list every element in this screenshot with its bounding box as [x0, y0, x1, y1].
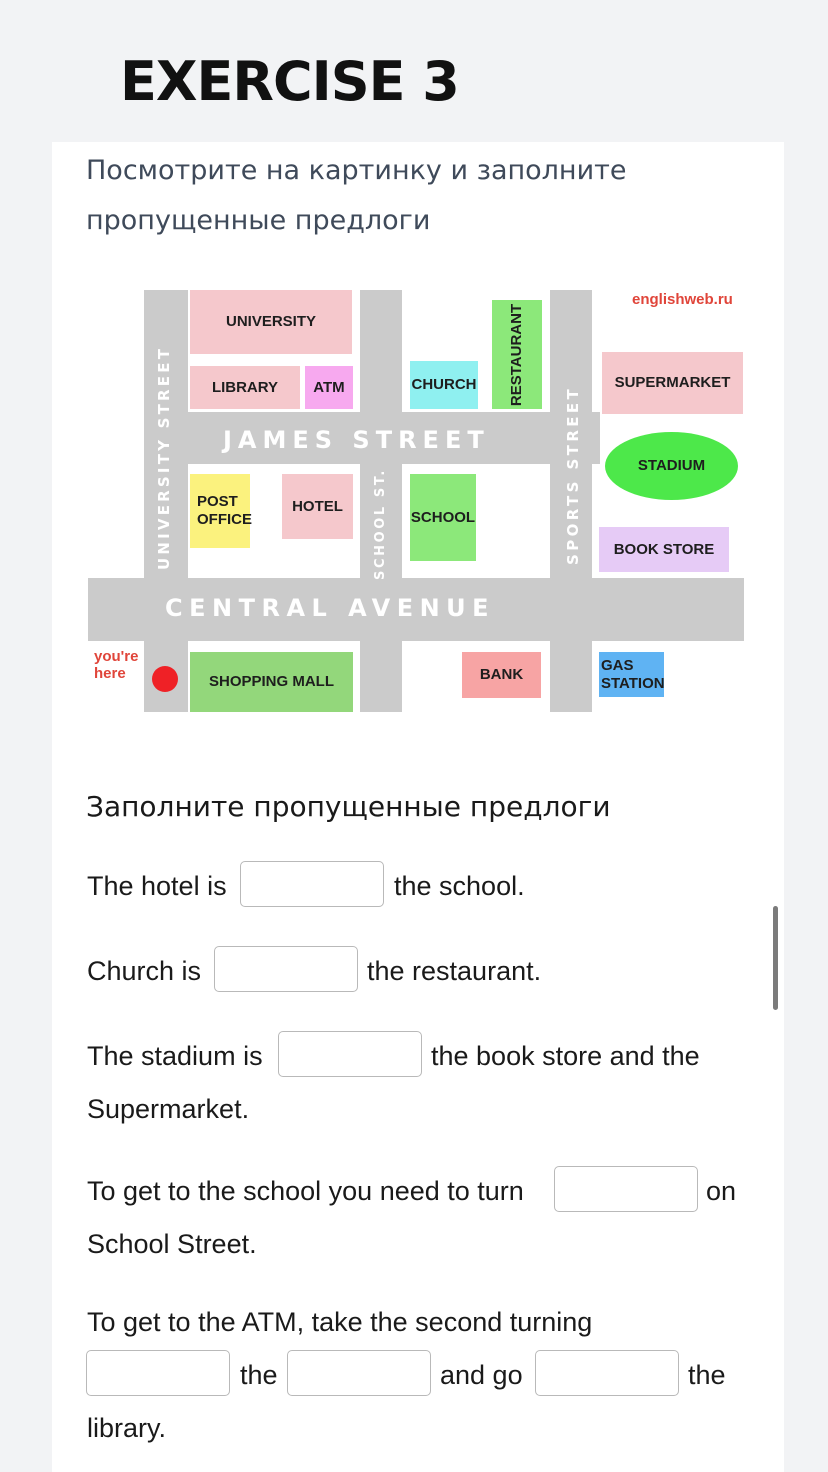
school-street-road [360, 290, 402, 712]
restaurant-label: RESTAURANT [508, 303, 525, 406]
school-building: SCHOOL [410, 474, 476, 561]
q2-answer-input[interactable] [214, 946, 358, 992]
you-are-here-label: you're here [94, 648, 144, 682]
q3-answer-input[interactable] [278, 1031, 422, 1077]
library-building: LIBRARY [190, 366, 300, 409]
q5-answer-input-3[interactable] [535, 1350, 679, 1396]
post-office-label-line1: POST [197, 493, 238, 510]
bank-building: BANK [462, 652, 541, 698]
q5-text-line1: To get to the ATM, take the second turni… [87, 1307, 593, 1337]
watermark-text: englishweb.ru [632, 291, 733, 308]
q4-text-after: on [706, 1176, 737, 1206]
questions-heading: Заполните пропущенные предлоги [86, 790, 611, 823]
you-are-here-marker [152, 666, 178, 692]
university-street-road [144, 290, 188, 712]
school-street-label: SCHOOL ST. [373, 468, 388, 580]
shopping-mall-building: SHOPPING MALL [190, 652, 353, 712]
town-map: UNIVERSITY STREET JAMES STREET SCHOOL ST… [88, 290, 744, 712]
q3-text-after: the book store and the [431, 1041, 700, 1071]
q4-answer-input[interactable] [554, 1166, 698, 1212]
q1-text-before: The hotel is [87, 871, 227, 901]
church-building: CHURCH [410, 361, 478, 409]
university-building: UNIVERSITY [190, 290, 352, 354]
q3-text-before: The stadium is [87, 1041, 263, 1071]
central-avenue-label: CENTRAL AVENUE [165, 594, 496, 622]
you-are-here-line2: here [94, 665, 126, 682]
q2-text-before: Church is [87, 956, 202, 986]
gas-station-label-line1: GAS [601, 656, 634, 674]
scrollbar-thumb[interactable] [773, 906, 778, 1010]
q5-text-mid2: and go [440, 1360, 523, 1390]
q3-text-line2: Supermarket. [87, 1094, 250, 1124]
post-office-label-line2: OFFICE [197, 511, 252, 528]
james-street-label: JAMES STREET [223, 426, 490, 454]
sports-street-road [550, 290, 592, 712]
q5-text-line3: library. [87, 1413, 167, 1443]
stadium-building: STADIUM [605, 432, 738, 500]
q4-text-before: To get to the school you need to turn [87, 1176, 524, 1206]
exercise-title: EXERCISE 3 [120, 50, 460, 113]
restaurant-building: RESTAURANT [492, 300, 542, 409]
university-street-label: UNIVERSITY STREET [155, 345, 173, 570]
q5-text-mid3: the [688, 1360, 726, 1390]
q5-answer-input-1[interactable] [86, 1350, 230, 1396]
q5-text-mid1: the [240, 1360, 278, 1390]
q2-text-after: the restaurant. [367, 956, 542, 986]
atm-building: ATM [305, 366, 353, 409]
hotel-building: HOTEL [282, 474, 353, 539]
instruction-text: Посмотрите на картинку и заполните пропу… [86, 155, 627, 236]
sports-street-label: SPORTS STREET [564, 385, 582, 565]
book-store-building: BOOK STORE [599, 527, 729, 572]
q1-answer-input[interactable] [240, 861, 384, 907]
central-avenue-road [88, 578, 744, 641]
q1-text-after: the school. [394, 871, 525, 901]
supermarket-building: SUPERMARKET [602, 352, 743, 414]
q5-answer-input-2[interactable] [287, 1350, 431, 1396]
q4-text-line2: School Street. [87, 1229, 257, 1259]
you-are-here-line1: you're [94, 648, 139, 665]
gas-station-label-line2: STATION [601, 674, 665, 692]
